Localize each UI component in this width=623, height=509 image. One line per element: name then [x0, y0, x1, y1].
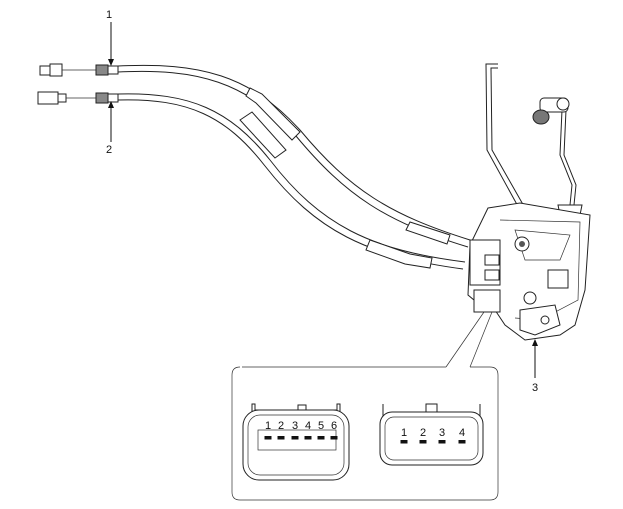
connector-6pin-pin: [277, 436, 285, 440]
callout-leader: [445, 311, 493, 368]
connector-4pin-pin: [419, 440, 427, 444]
connector-6pin-pin-number: 5: [318, 420, 324, 432]
connector-4pin-pin-number: 3: [439, 427, 445, 439]
cable-end-1: [39, 63, 119, 77]
connector-detail-box: [231, 366, 499, 501]
lock-rod: [532, 97, 583, 226]
connector-6pin-pin-number: 2: [278, 420, 284, 432]
callout-label-3: 3: [532, 382, 538, 394]
connector-4pin-pin: [458, 440, 466, 444]
connector-4pin-pin: [438, 440, 446, 444]
connector-6pin-pin-number: 1: [265, 420, 271, 432]
connector-6pin-pin: [304, 436, 312, 440]
connector-4pin-pin-number: 1: [401, 427, 407, 439]
callout-label-2: 2: [106, 144, 112, 156]
connector-6pin-pin-number: 6: [331, 420, 337, 432]
connector-6pin: [242, 403, 350, 481]
connector-4pin-pin-number: 4: [459, 427, 465, 439]
connector-6pin-pin: [291, 436, 299, 440]
outside-handle-rod: [485, 63, 526, 211]
connector-4pin-pin: [400, 440, 408, 444]
connector-6pin-pin: [317, 436, 325, 440]
connector-6pin-pin: [330, 436, 338, 440]
connector-6pin-pin: [264, 436, 272, 440]
connector-4pin: [379, 403, 484, 466]
cable-2: [117, 93, 466, 270]
connector-6pin-pin-number: 3: [292, 420, 298, 432]
connector-4pin-pin-number: 2: [420, 427, 426, 439]
door-latch-assembly: [467, 202, 591, 341]
callout-label-1: 1: [106, 9, 112, 21]
cable-1: [117, 64, 471, 248]
cable-end-2: [37, 91, 119, 105]
connector-6pin-pin-number: 4: [305, 420, 311, 432]
